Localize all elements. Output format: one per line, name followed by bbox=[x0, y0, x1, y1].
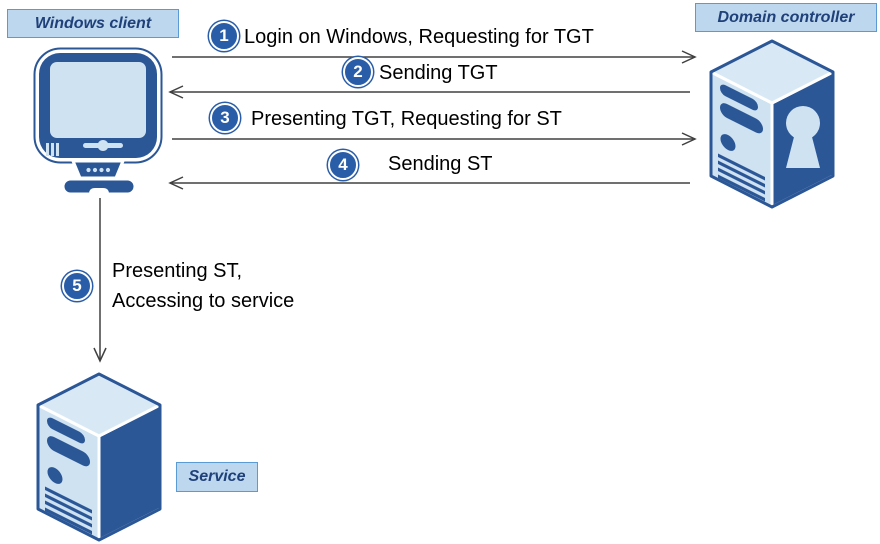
monitor-neck bbox=[71, 159, 125, 180]
arrow-step-2 bbox=[168, 85, 690, 99]
arrow-step-5 bbox=[93, 198, 107, 363]
domain-controller-label: Domain controller bbox=[695, 3, 877, 32]
service-label: Service bbox=[176, 462, 258, 492]
arrow-step-1 bbox=[172, 50, 697, 64]
step-4-badge: 4 bbox=[328, 150, 358, 180]
keyhole-icon bbox=[786, 106, 820, 168]
server-with-keyhole-icon bbox=[709, 39, 835, 209]
step-2-label: Sending TGT bbox=[379, 62, 498, 84]
windows-client-label: Windows client bbox=[7, 9, 179, 38]
desktop-computer-icon bbox=[33, 47, 163, 196]
step-1-label: Login on Windows, Requesting for TGT bbox=[244, 26, 594, 48]
step-5-label-line1: Presenting ST, bbox=[112, 260, 243, 282]
arrow-step-3 bbox=[172, 132, 697, 146]
server-front-details bbox=[45, 417, 92, 535]
step-3-label: Presenting TGT, Requesting for ST bbox=[251, 108, 562, 130]
step-5-label-line2: Accessing to service bbox=[112, 290, 295, 312]
step-1-badge: 1 bbox=[209, 21, 239, 51]
step-3-badge: 3 bbox=[210, 103, 240, 133]
step-5-label: Presenting ST, Accessing to service bbox=[112, 256, 294, 316]
arrow-step-4 bbox=[168, 176, 690, 190]
monitor-stand-notch bbox=[89, 188, 109, 194]
step-5-badge: 5 bbox=[62, 271, 92, 301]
monitor-neck-dots bbox=[86, 167, 111, 173]
step-2-badge: 2 bbox=[343, 57, 373, 87]
server-icon bbox=[36, 372, 162, 542]
server-front-details bbox=[718, 84, 765, 202]
step-4-label: Sending ST bbox=[388, 153, 493, 175]
monitor-vents bbox=[46, 143, 59, 156]
